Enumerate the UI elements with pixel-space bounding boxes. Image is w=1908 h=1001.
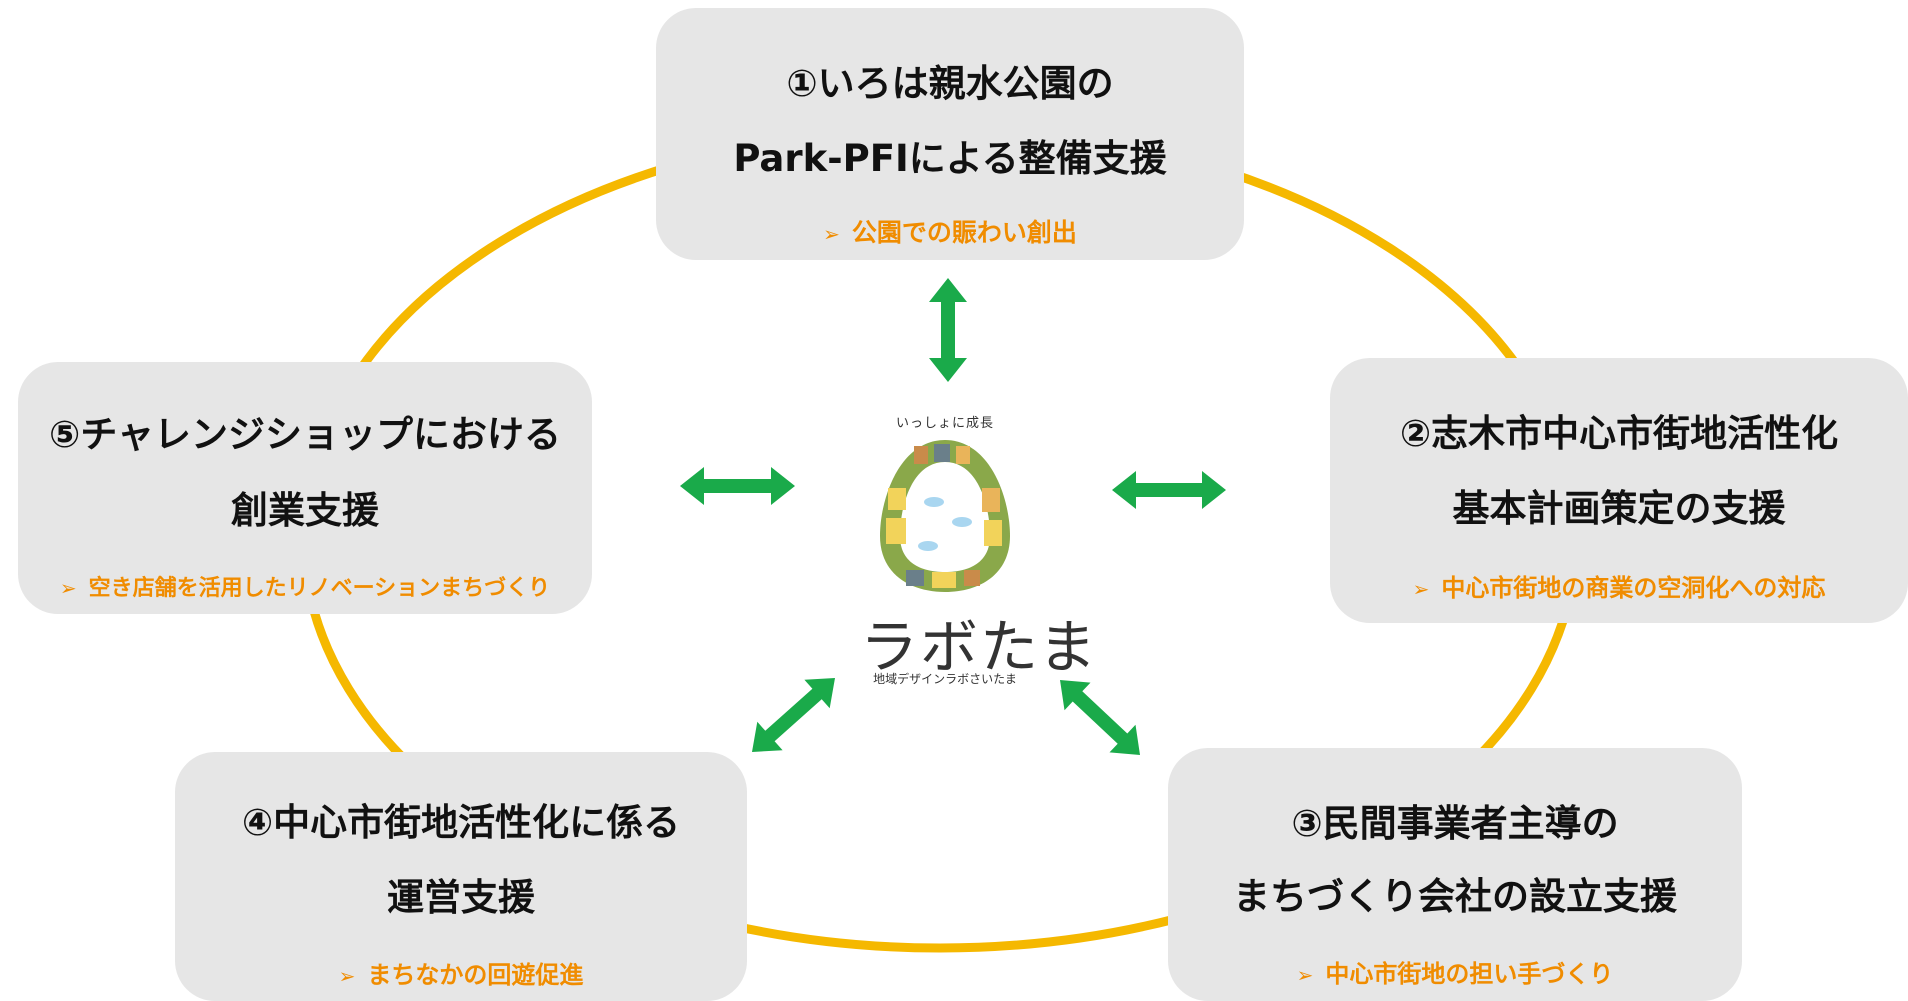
box-operation-support-title-line1: ④中心市街地活性化に係る xyxy=(241,801,681,844)
box-startup-support: ⑤チャレンジショップにおける 創業支援 ➢ 空き店舗を活用したリノベーションまちづ… xyxy=(18,362,592,614)
box-park-pfi: ①いろは親水公園の Park-PFIによる整備支援 ➢ 公園での賑わい創出 xyxy=(656,8,1244,260)
box-plan-support: ②志木市中心市街地活性化 基本計画策定の支援 ➢ 中心市街地の商業の空洞化への対応 xyxy=(1330,358,1908,623)
box-park-pfi-title-line1: ①いろは親水公園の xyxy=(786,62,1114,105)
box-company-support-title-line1: ③民間事業者主導の xyxy=(1291,802,1619,845)
box-company-support-subtitle: ➢ 中心市街地の担い手づくり xyxy=(1168,954,1742,989)
bullet-arrow-icon: ➢ xyxy=(338,964,356,988)
bullet-arrow-icon: ➢ xyxy=(1412,577,1430,601)
arrow-top xyxy=(929,278,967,382)
center-logo: いっしょに成長 ラボたま 地域デザインラボさいたま xyxy=(860,400,1099,700)
arrow-right xyxy=(1112,471,1226,509)
box-park-pfi-subtitle-text: 公園での賑わい創出 xyxy=(851,218,1077,247)
box-startup-support-title-line1: ⑤チャレンジショップにおける xyxy=(49,413,561,456)
box-park-pfi-title-line2: Park-PFIによる整備支援 xyxy=(733,137,1167,180)
box-park-pfi-subtitle: ➢ 公園での賑わい創出 xyxy=(656,213,1244,249)
logo-tagline: いっしょに成長 xyxy=(895,416,994,431)
box-startup-support-subtitle: ➢ 空き店舗を活用したリノベーションまちづくり xyxy=(6,570,604,602)
box-operation-support-title-line2: 運営支援 xyxy=(387,876,535,919)
box-startup-support-title-line2: 創業支援 xyxy=(231,489,379,532)
box-operation-support-subtitle: ➢ まちなかの回遊促進 xyxy=(175,955,747,990)
arrow-bottom-right xyxy=(1060,680,1140,755)
box-plan-support-title-line1: ②志木市中心市街地活性化 xyxy=(1399,412,1839,455)
box-company-support-title-line2: まちづくり会社の設立支援 xyxy=(1233,875,1677,918)
box-startup-support-subtitle-text: 空き店舗を活用したリノベーションまちづくり xyxy=(88,576,551,601)
box-plan-support-title-line2: 基本計画策定の支援 xyxy=(1452,487,1786,530)
box-plan-support-subtitle: ➢ 中心市街地の商業の空洞化への対応 xyxy=(1330,568,1908,603)
logo-wordmark: ラボたま xyxy=(860,613,1099,681)
bullet-arrow-icon: ➢ xyxy=(1296,963,1314,987)
box-operation-support-subtitle-text: まちなかの回遊促進 xyxy=(367,961,584,989)
arrows-group xyxy=(680,278,1226,755)
egg-town-illustration-icon xyxy=(880,440,1010,592)
bullet-arrow-icon: ➢ xyxy=(59,576,77,600)
box-operation-support: ④中心市街地活性化に係る 運営支援 ➢ まちなかの回遊促進 xyxy=(175,752,747,1001)
arrow-bottom-left xyxy=(752,678,835,752)
box-plan-support-subtitle-text: 中心市街地の商業の空洞化への対応 xyxy=(1441,574,1826,602)
bullet-arrow-icon: ➢ xyxy=(823,222,840,246)
box-company-support: ③民間事業者主導の まちづくり会社の設立支援 ➢ 中心市街地の担い手づくり xyxy=(1168,748,1742,1001)
logo-fullname: 地域デザインラボさいたま xyxy=(873,672,1017,686)
arrow-left xyxy=(680,467,795,505)
box-company-support-subtitle-text: 中心市街地の担い手づくり xyxy=(1325,960,1614,988)
